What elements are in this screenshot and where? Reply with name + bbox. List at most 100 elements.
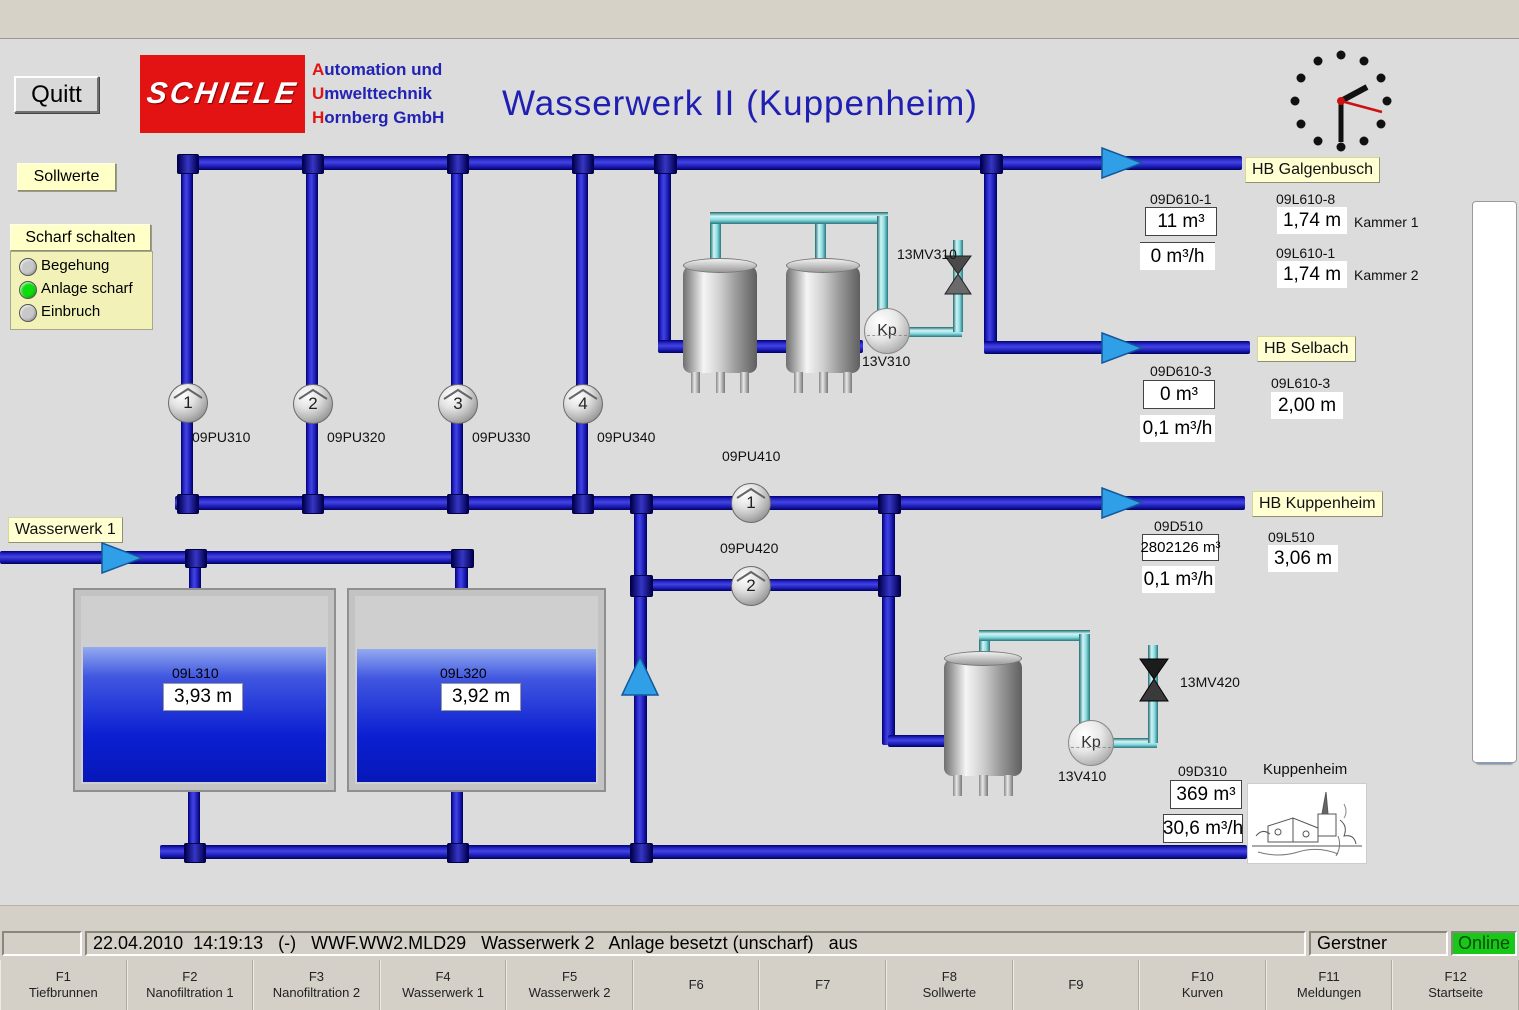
flow-09d510-value: 0,1 m³/h: [1142, 566, 1215, 593]
counter-09d310-label: 09D310: [1178, 763, 1228, 779]
counter-09d310-value: 369 m³: [1170, 780, 1242, 809]
pipe-riser-pu340: [576, 160, 588, 500]
cpipe-filter1-riser: [710, 212, 721, 272]
wasserwerk1-label: Wasserwerk 1: [8, 517, 123, 543]
valve-13v310-label: 13V310: [862, 353, 911, 369]
alarm-state-panel: Begehung Anlage scharf Einbruch: [10, 251, 153, 330]
flow-arrow-kuppenheim: [1101, 487, 1144, 519]
pipe-joint: [302, 154, 324, 174]
pipe-joint: [572, 494, 594, 514]
quit-button[interactable]: Quitt: [14, 76, 99, 113]
pump-09pu330[interactable]: 3: [438, 384, 478, 424]
cpipe-vessel2-header: [979, 630, 1090, 641]
cpipe-kp1-drop: [877, 216, 888, 316]
cpipe-kp2-drop: [1079, 634, 1090, 726]
sollwerte-button[interactable]: Sollwerte: [17, 163, 116, 191]
level-09l510-label: 09L510: [1268, 529, 1315, 545]
cpipe-filter2-riser: [815, 212, 826, 272]
pipe-riser-pu330: [451, 160, 463, 500]
pipe-joint: [447, 843, 469, 863]
pump-09pu310[interactable]: 1: [168, 383, 208, 423]
pipe-bottom-manifold: [160, 845, 1247, 859]
level-09l510-value: 3,06 m: [1268, 545, 1338, 572]
flow-arrow-ww1: [101, 542, 144, 574]
logo-line-initial: U: [312, 84, 325, 103]
valve-13mv310[interactable]: [944, 255, 972, 295]
fkey-f7[interactable]: F7: [759, 960, 887, 1010]
pipe-joint: [630, 494, 653, 514]
pressure-vessel: [944, 651, 1022, 796]
town-sketch-drawing: [1252, 791, 1362, 857]
pipe-joint: [878, 494, 901, 514]
pump-09pu420[interactable]: 2: [731, 566, 771, 606]
counter-09d610-3-label: 09D610-3: [1150, 363, 1212, 379]
pump-09pu410[interactable]: 1: [731, 483, 771, 523]
logo-line-initial: A: [312, 60, 325, 79]
scharf-schalten-button[interactable]: Scharf schalten: [10, 224, 151, 251]
valve-13mv420[interactable]: [1139, 658, 1169, 702]
kuppenheim-sketch: [1247, 783, 1367, 864]
hb-selbach-label: HB Selbach: [1257, 336, 1356, 362]
pipe-joint: [654, 154, 677, 174]
flow-09d610-3-value: 0,1 m³/h: [1140, 415, 1215, 442]
pump-09pu310-label: 09PU310: [192, 429, 251, 445]
logo-text: Automation und Umwelttechnik Hornberg Gm…: [312, 60, 445, 127]
pipe-riser-pu320: [306, 160, 318, 500]
cpipe-kp2-out: [1105, 738, 1157, 748]
storage-tank-09l310: [73, 588, 336, 792]
pipe-joint: [177, 494, 199, 514]
pipe-vessel-stub: [888, 735, 950, 747]
fkey-f6[interactable]: F6: [632, 960, 760, 1010]
level-09l610-1-label: 09L610-1: [1276, 245, 1336, 261]
kp-compressor-1[interactable]: Kp: [864, 308, 910, 354]
counter-09d510-label: 09D510: [1154, 518, 1204, 534]
pump-09pu340[interactable]: 4: [563, 384, 603, 424]
counter-09d610-1-label: 09D610-1: [1150, 191, 1212, 207]
pipe-top-manifold: [180, 156, 1242, 170]
fkey-f9[interactable]: F9: [1012, 960, 1140, 1010]
pipe-joint: [630, 575, 653, 597]
einbruch-indicator: [19, 304, 37, 322]
cpipe-kp1-out: [900, 327, 962, 337]
pipe-joint: [447, 494, 469, 514]
hour-hand: [1339, 84, 1369, 104]
filter-vessel-1: [683, 258, 757, 393]
cpipe-filter-header: [710, 212, 888, 224]
pipe-filter-drop: [658, 160, 671, 352]
counter-09d610-3-value: 0 m³: [1143, 380, 1215, 409]
kp-compressor-2[interactable]: Kp: [1068, 720, 1114, 766]
pipe-joint: [572, 154, 594, 174]
pipe-tank2-outlet: [451, 782, 463, 852]
pump-09pu320[interactable]: 2: [293, 384, 333, 424]
valve-13mv310-label: 13MV310: [897, 246, 957, 262]
flow-09d310-value: 30,6 m³/h: [1163, 814, 1243, 843]
pipe-vessel-drop: [882, 500, 895, 745]
tank2-level-value: 3,92 m: [441, 683, 521, 711]
flow-09d610-1-value: 0 m³/h: [1140, 242, 1215, 270]
hb-kuppenheim-label: HB Kuppenheim: [1252, 491, 1383, 517]
pipe-discharge-manifold: [175, 496, 1245, 510]
tank1-level-value: 3,93 m: [163, 683, 243, 711]
counter-09d610-1-value: 11 m³: [1145, 207, 1217, 236]
pump-09pu330-label: 09PU330: [472, 429, 531, 445]
online-status-badge: Online: [1451, 931, 1517, 956]
tank2-label: 09L320: [440, 665, 487, 681]
pump-09pu420-label: 09PU420: [720, 540, 779, 556]
tank1-label: 09L310: [172, 665, 219, 681]
pipe-joint: [184, 843, 206, 863]
cpipe-vessel2-riser: [979, 630, 990, 662]
anlage-scharf-indicator: [19, 281, 37, 299]
einbruch-label: Einbruch: [41, 303, 101, 320]
window-title-band: [0, 0, 1519, 39]
